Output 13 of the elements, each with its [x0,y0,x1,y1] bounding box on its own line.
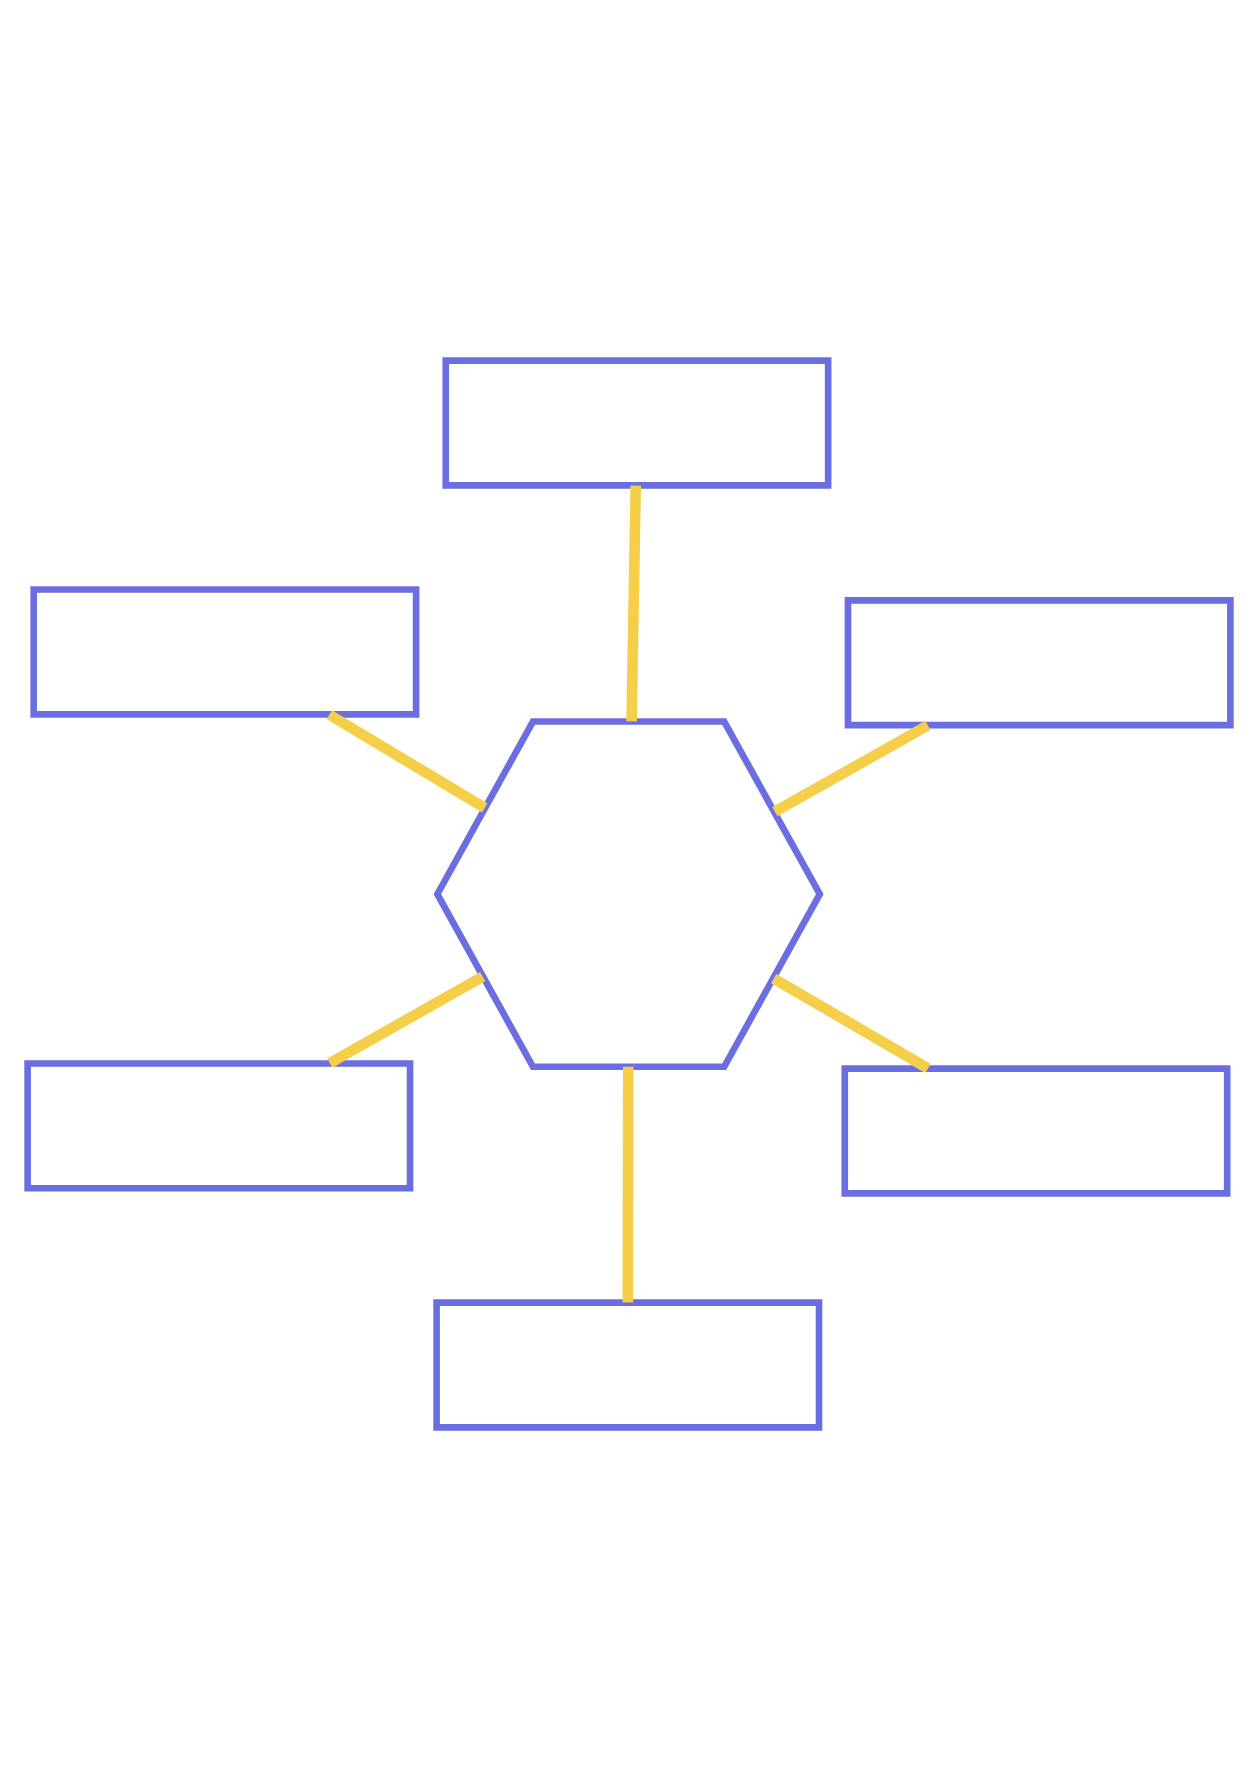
connector [622,1065,634,1302]
node-box [30,585,420,717]
node-box [24,1059,414,1191]
connector [771,973,931,1072]
node-box [844,596,1234,728]
node-hexagon [433,717,824,1070]
node-box [433,1298,823,1430]
node-box [442,356,832,488]
connector [327,971,486,1067]
connector [626,484,642,721]
node-box [841,1064,1231,1196]
connector [326,709,488,812]
connector [772,719,931,816]
